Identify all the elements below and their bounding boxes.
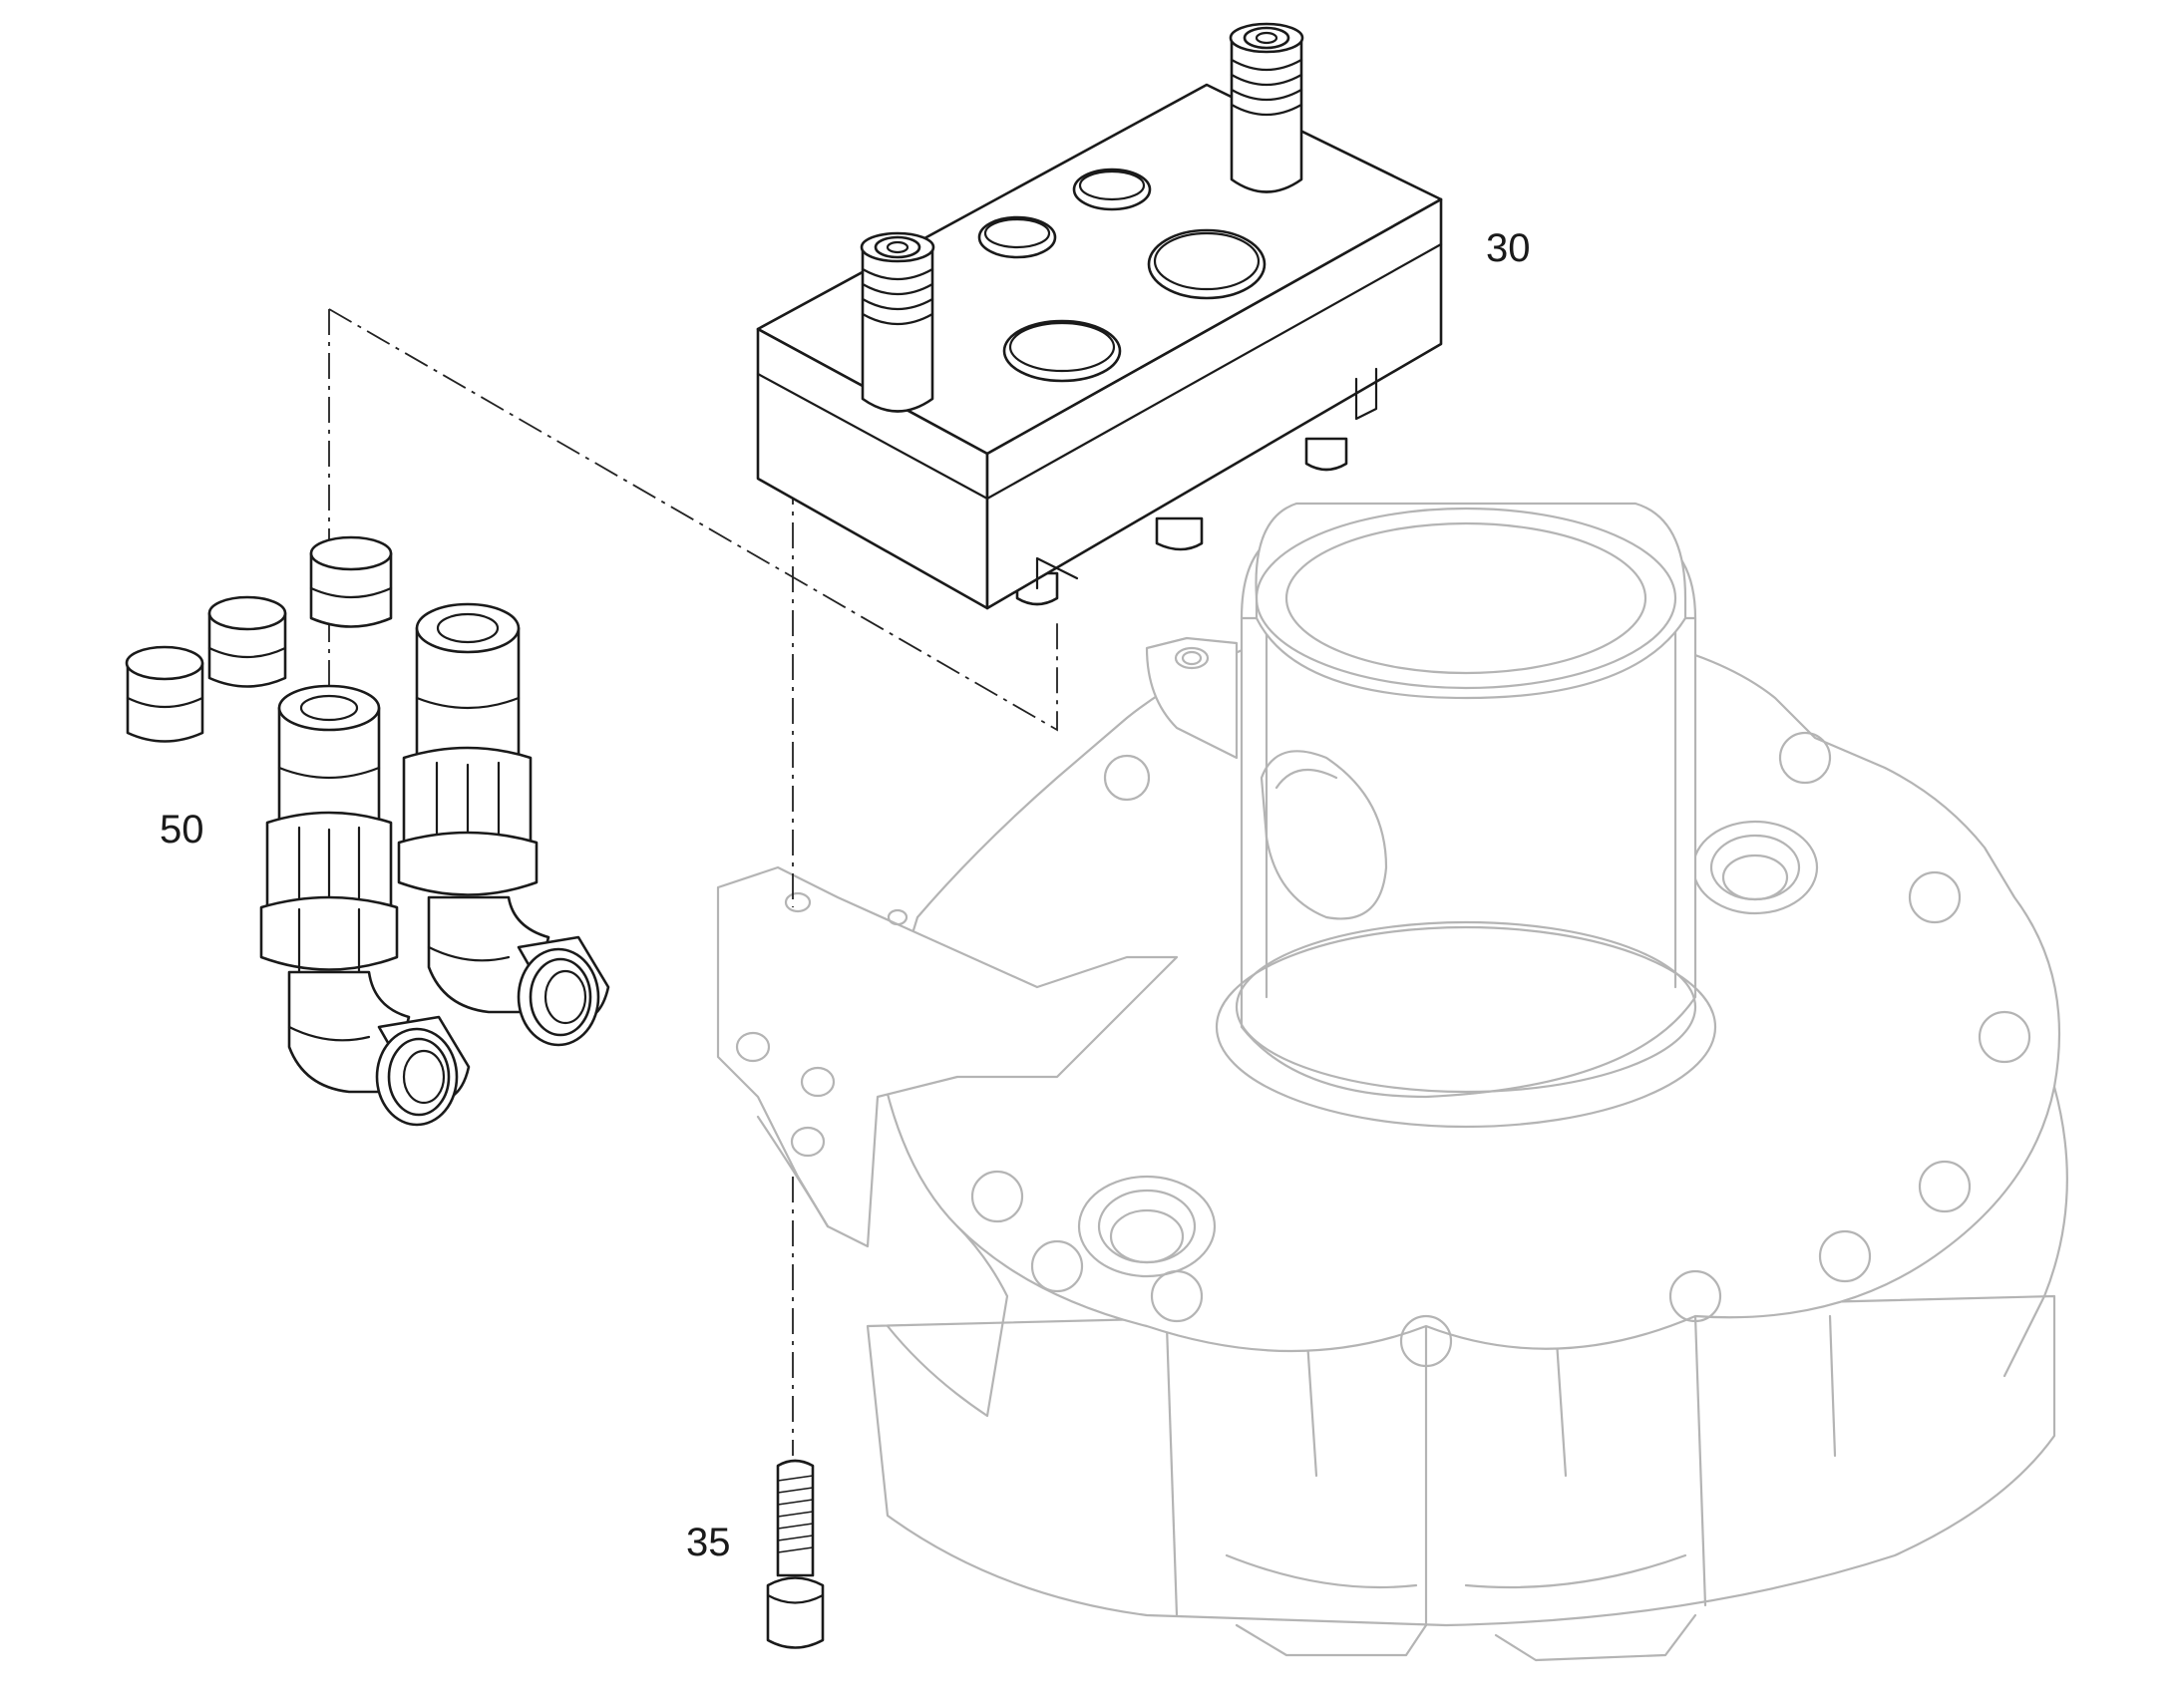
dust-cap-2	[207, 595, 287, 688]
elbow-fittings-and-caps	[125, 535, 610, 1127]
callout-35: 35	[686, 1521, 731, 1564]
dust-cap-3	[309, 535, 393, 628]
valve-block-fitting-right	[1229, 22, 1304, 193]
cap-screw	[766, 1459, 825, 1649]
dust-cap-1	[125, 645, 204, 743]
callout-50: 50	[160, 808, 204, 852]
housing-ghost	[716, 502, 2068, 1662]
elbow-fitting-right	[397, 602, 610, 1047]
callout-30: 30	[1486, 226, 1531, 270]
valve-block	[756, 22, 1443, 610]
valve-block-fitting-left	[860, 231, 935, 413]
elbow-fitting-left	[259, 684, 471, 1127]
